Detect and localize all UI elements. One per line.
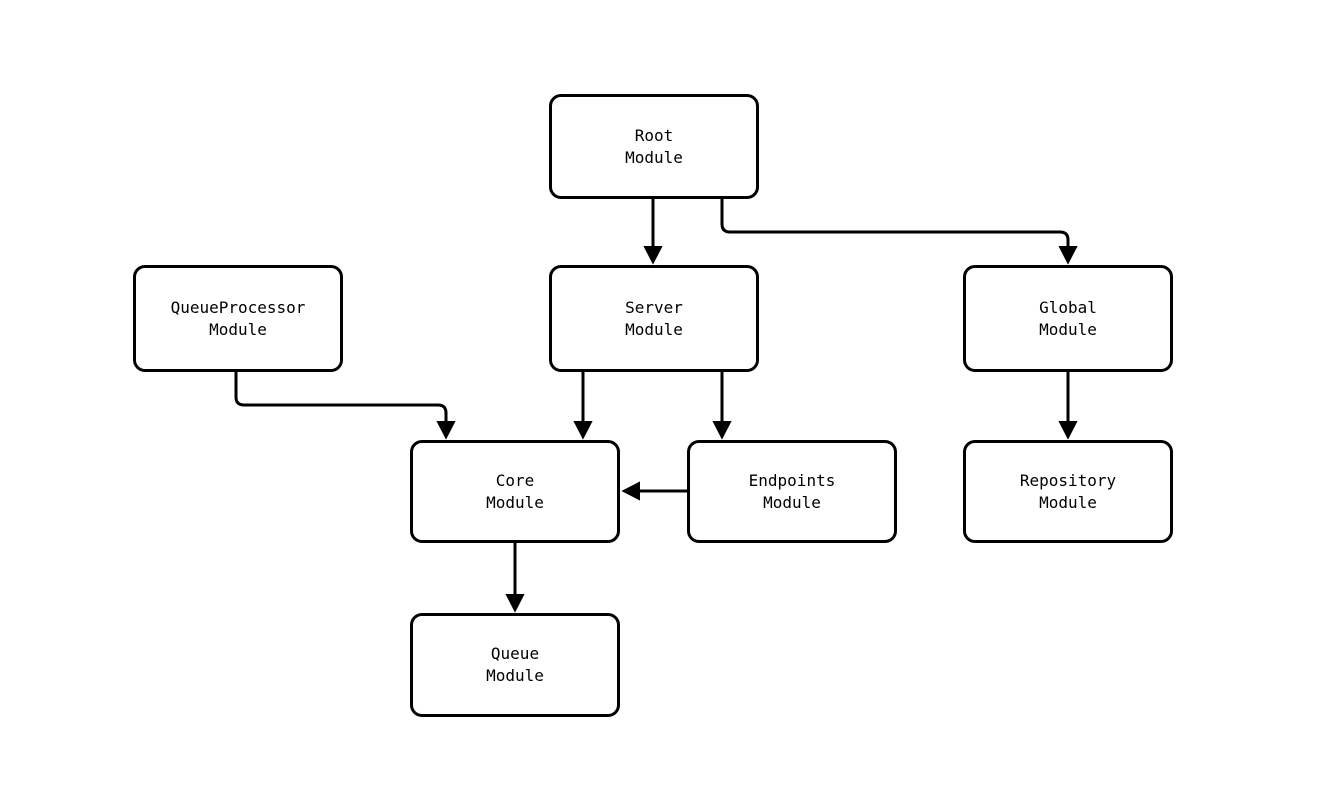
node-label: Repository Module — [1019, 470, 1117, 512]
node-queue-module[interactable]: Queue Module — [410, 613, 620, 717]
node-label: Core Module — [486, 470, 544, 512]
node-core-module[interactable]: Core Module — [410, 440, 620, 543]
node-label: Root Module — [625, 125, 683, 167]
node-global-module[interactable]: Global Module — [963, 265, 1173, 372]
node-queueprocessor-module[interactable]: QueueProcessor Module — [133, 265, 343, 372]
node-label: Server Module — [625, 297, 683, 339]
node-repository-module[interactable]: Repository Module — [963, 440, 1173, 543]
edge-queueprocessor-core — [234, 372, 456, 440]
node-server-module[interactable]: Server Module — [549, 265, 759, 372]
node-label: Queue Module — [486, 644, 544, 685]
node-root-module[interactable]: Root Module — [549, 94, 759, 199]
node-label: Endpoints Module — [748, 470, 836, 512]
node-label: QueueProcessor Module — [170, 297, 306, 339]
edge-root-global — [720, 199, 1078, 265]
node-endpoints-module[interactable]: Endpoints Module — [687, 440, 897, 543]
node-label: Global Module — [1039, 297, 1097, 339]
